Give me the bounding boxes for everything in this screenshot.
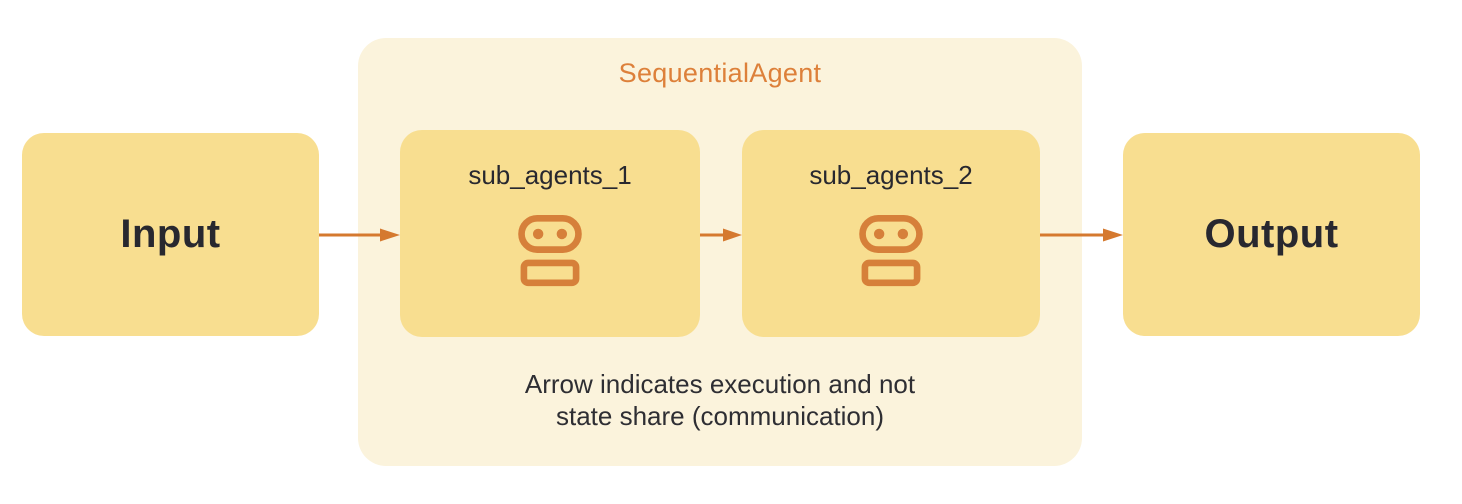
sub-agent-2-label: sub_agents_2 bbox=[809, 160, 973, 190]
output-node: Output bbox=[1123, 133, 1420, 336]
arrow-sub1-to-sub2-icon bbox=[700, 228, 742, 242]
arrow-sub2-to-output-icon bbox=[1040, 228, 1123, 242]
diagram-caption: Arrow indicates execution and not state … bbox=[358, 368, 1082, 432]
robot-icon bbox=[518, 215, 582, 287]
caption-line-1: Arrow indicates execution and not bbox=[524, 369, 916, 399]
output-node-label: Output bbox=[1204, 212, 1339, 256]
arrow-input-to-sub1-icon bbox=[319, 228, 400, 242]
caption-line-2: state share (communication) bbox=[555, 401, 885, 431]
robot-icon bbox=[859, 215, 923, 287]
sub-agent-1-node: sub_agents_1 bbox=[400, 130, 700, 337]
input-node: Input bbox=[22, 133, 319, 336]
container-title: SequentialAgent bbox=[618, 58, 822, 88]
sub-agent-2-node: sub_agents_2 bbox=[742, 130, 1040, 337]
sub-agent-1-label: sub_agents_1 bbox=[468, 160, 632, 190]
input-node-label: Input bbox=[120, 212, 221, 256]
